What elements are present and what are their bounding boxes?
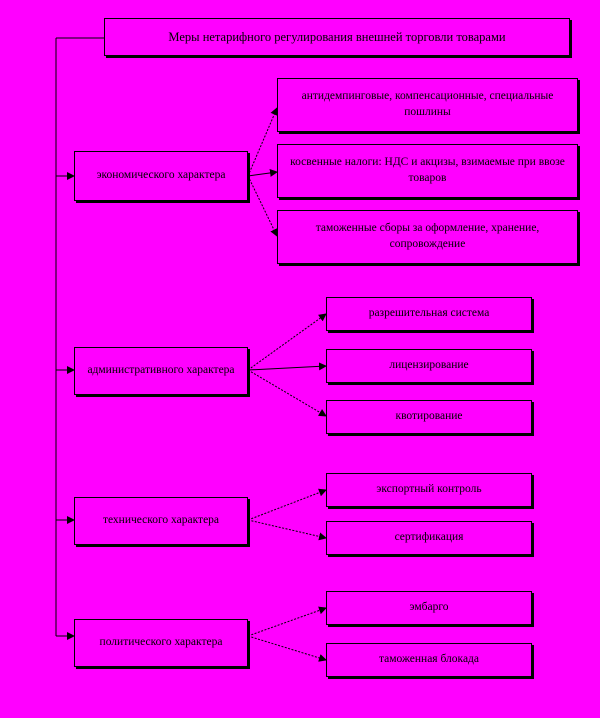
arrow-to-measure — [247, 519, 327, 541]
arrow-to-measure — [247, 168, 278, 177]
arrow-to-measure — [247, 107, 278, 177]
arrow-to-measure — [247, 175, 278, 237]
measure-box: лицензирование — [326, 349, 532, 383]
category-economic: экономического характера — [74, 151, 248, 201]
category-political: политического характера — [74, 619, 248, 667]
category-administrative: административного характера — [74, 347, 248, 395]
measure-box: антидемпинговые, компенсационные, специа… — [277, 78, 578, 132]
measure-box: таможенные сборы за оформление, хранение… — [277, 210, 578, 264]
measure-box: разрешительная система — [326, 297, 532, 331]
measure-box: косвенные налоги: НДС и акцизы, взимаемы… — [277, 144, 578, 198]
arrow-to-measure — [247, 313, 327, 371]
arrow-to-measure — [247, 635, 327, 662]
arrow-to-measure — [247, 488, 327, 521]
measure-box: таможенная блокада — [326, 643, 532, 677]
arrow-to-measure — [247, 606, 327, 637]
measure-box: квотирование — [326, 400, 532, 434]
arrow-to-measure — [247, 369, 327, 417]
category-technical: технического характера — [74, 497, 248, 545]
arrow-to-measure — [247, 362, 327, 371]
diagram-title: Меры нетарифного регулирования внешней т… — [104, 18, 570, 56]
measure-box: экспортный контроль — [326, 473, 532, 507]
measure-box: сертификация — [326, 521, 532, 555]
measure-box: эмбарго — [326, 591, 532, 625]
